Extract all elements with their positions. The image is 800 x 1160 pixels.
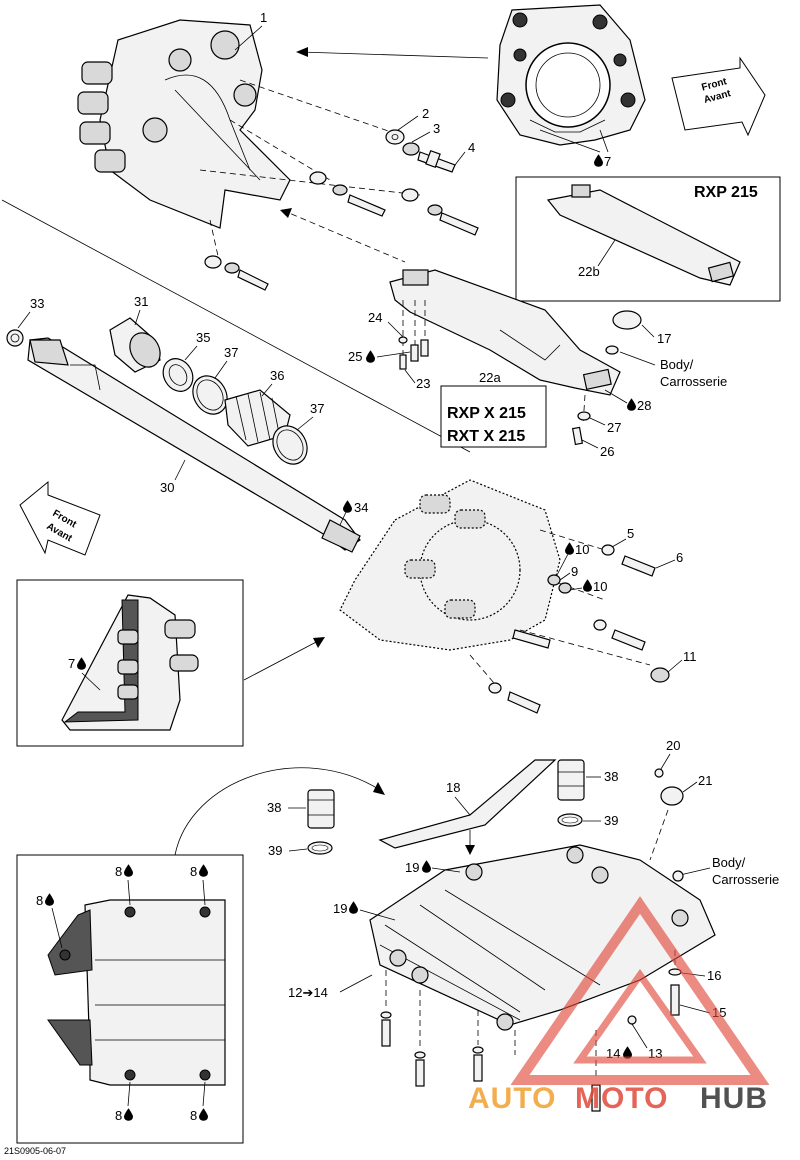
callout-22a: 22a xyxy=(479,370,501,385)
callout-21: 21 xyxy=(698,773,712,788)
callout-33: 33 xyxy=(30,296,44,311)
callout-38b: 38 xyxy=(604,769,618,784)
callout-19b: 19 xyxy=(333,901,347,916)
callout-36: 36 xyxy=(270,368,284,383)
front-direction-arrow-2: Front Avant xyxy=(19,480,101,556)
watermark-part3: HUB xyxy=(700,1082,768,1115)
callout-24: 24 xyxy=(368,310,382,325)
seal-33 xyxy=(6,329,24,347)
callout-8a: 8 xyxy=(115,864,122,879)
callout-10b: 10 xyxy=(593,579,607,594)
callout-28: 28 xyxy=(637,398,651,413)
callout-22b: 22b xyxy=(578,264,600,279)
oring-39a xyxy=(307,841,333,855)
callout-35: 35 xyxy=(196,330,210,345)
callout-18: 18 xyxy=(446,780,460,795)
washer-3 xyxy=(402,142,420,156)
washer-2 xyxy=(385,129,405,145)
callout-19a: 19 xyxy=(405,860,419,875)
callout-39a: 39 xyxy=(268,843,282,858)
callout-20: 20 xyxy=(666,738,680,753)
rail-support-22a xyxy=(389,269,621,396)
callout-17: 17 xyxy=(657,331,671,346)
callout-2: 2 xyxy=(422,106,429,121)
rxp-215-variant-box: RXP 215 22b xyxy=(515,176,781,302)
callout-7b: 7 xyxy=(68,656,75,671)
callout-10a: 10 xyxy=(575,542,589,557)
plug-17 xyxy=(605,310,642,355)
washer-set-mid xyxy=(204,171,479,291)
callout-9: 9 xyxy=(571,564,578,579)
callout-16: 16 xyxy=(707,968,721,983)
callout-8c: 8 xyxy=(36,893,43,908)
watermark-part1: AUTO xyxy=(468,1082,556,1115)
fitting-38b xyxy=(557,759,585,801)
body-label-2-line2: Carrosserie xyxy=(712,872,779,887)
callout-30: 30 xyxy=(160,480,174,495)
oring-39b xyxy=(557,813,583,827)
drive-shaft-30 xyxy=(27,337,361,553)
callout-8d: 8 xyxy=(115,1108,122,1123)
top-section-outline xyxy=(1,199,471,453)
callout-26: 26 xyxy=(600,444,614,459)
callout-8e: 8 xyxy=(190,1108,197,1123)
detail-box-7 xyxy=(16,579,244,747)
callout-27: 27 xyxy=(607,420,621,435)
callout-23: 23 xyxy=(416,376,430,391)
fasteners-5-11 xyxy=(488,544,670,714)
callout-11: 11 xyxy=(683,649,697,664)
callout-31: 31 xyxy=(134,294,148,309)
watermark-part2: MOTO xyxy=(575,1082,668,1115)
body-label-1-line1: Body/ xyxy=(660,357,694,372)
callout-38a: 38 xyxy=(267,800,281,815)
detail-arrow-mid xyxy=(243,637,325,681)
bolt-4 xyxy=(417,149,456,173)
rxp-x-215-variant-box: 22a RXP X 215 RXT X 215 xyxy=(440,370,547,448)
callout-37b: 37 xyxy=(310,401,324,416)
callout-12-14: 12➔14 xyxy=(288,985,328,1000)
callout-5: 5 xyxy=(627,526,634,541)
clamp-37a xyxy=(192,375,228,415)
ring-35 xyxy=(162,358,194,392)
callout-4: 4 xyxy=(468,140,475,155)
callout-37a: 37 xyxy=(224,345,238,360)
figure-code: 21S0905-06-07 xyxy=(4,1146,66,1156)
boot-36 xyxy=(224,389,291,447)
body-label-2-line1: Body/ xyxy=(712,855,746,870)
callout-34: 34 xyxy=(354,500,368,515)
automotohub-watermark-logo: AUTO MOTO HUB xyxy=(468,896,770,1115)
chaincase-middle-housing xyxy=(339,479,561,651)
callout-8b: 8 xyxy=(190,864,197,879)
chaincase-housing-part xyxy=(77,19,291,229)
clamp-37b xyxy=(272,425,308,465)
fasteners-23-25 xyxy=(398,300,429,370)
grommet-20-21 xyxy=(654,768,684,806)
callout-7a: 7 xyxy=(604,154,611,169)
callout-6: 6 xyxy=(676,550,683,565)
rxp-x-215-label: RXP X 215 xyxy=(447,405,526,422)
rxt-x-215-label: RXT X 215 xyxy=(447,428,525,445)
callout-3: 3 xyxy=(433,121,440,136)
housing-rear-view xyxy=(496,4,646,146)
front-direction-arrow-1: Front Avant xyxy=(671,56,766,137)
rxp-215-title: RXP 215 xyxy=(694,184,758,201)
fitting-38a xyxy=(307,789,335,829)
skid-rail-18 xyxy=(378,759,557,849)
callout-25: 25 xyxy=(348,349,362,364)
assembly-arrow-top xyxy=(296,47,489,59)
callout-1: 1 xyxy=(260,10,267,25)
fasteners-26-27 xyxy=(571,394,591,446)
detail-box-8 xyxy=(16,854,244,1144)
callout-39b: 39 xyxy=(604,813,618,828)
skid-plate-assembly xyxy=(369,844,716,1031)
bellow-31 xyxy=(109,317,161,373)
body-label-1-line2: Carrosserie xyxy=(660,374,727,389)
